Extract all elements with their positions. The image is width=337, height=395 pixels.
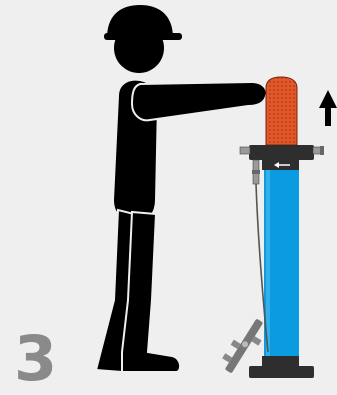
wrench-tool-icon xyxy=(222,319,263,373)
step-number: 3 xyxy=(14,322,57,395)
arrow-left-icon xyxy=(274,162,290,168)
worker-pulling-icon xyxy=(94,5,268,374)
arrow-up-icon xyxy=(319,90,337,126)
sampling-cylinder-icon xyxy=(239,76,324,378)
